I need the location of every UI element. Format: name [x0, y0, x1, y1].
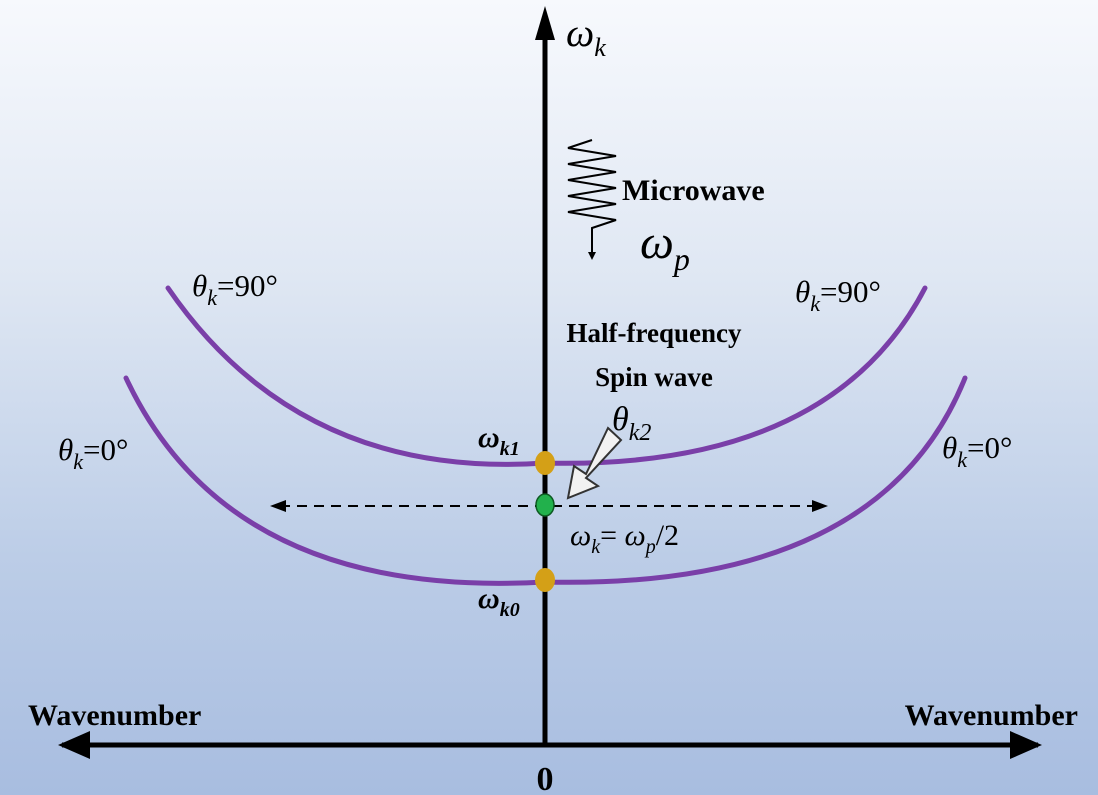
theta-0-left-label: θk=0° [58, 432, 128, 474]
half-frequency-condition: ωk= ωp/2 [570, 519, 679, 558]
microwave-wave-icon [567, 139, 617, 256]
theta-k2-subscript: k2 [629, 420, 652, 446]
half-frequency-label-line2: Spin wave [595, 362, 713, 392]
theta-0-right-symbol: θ [942, 430, 957, 465]
microwave-wave-arrowhead [588, 252, 596, 260]
condition-omega-lhs: ω [570, 519, 591, 552]
dashed-line-right-arrow [812, 500, 828, 512]
frequency-axis-label: ωk [566, 10, 606, 62]
condition-rhs-subscript: p [644, 536, 656, 558]
condition-lhs-subscript: k [591, 536, 601, 558]
theta-90-left-value: =90° [217, 268, 278, 303]
point-omega-k0 [535, 568, 555, 592]
theta-90-right-label: θk=90° [795, 274, 881, 316]
condition-equals: = [600, 519, 624, 552]
pump-frequency-label: ωp [640, 216, 690, 277]
omega-k0-label: ωk0 [478, 582, 520, 621]
point-omega-k1 [535, 451, 555, 475]
theta-0-right-subscript: k [957, 447, 968, 472]
theta-0-left-symbol: θ [58, 432, 73, 467]
pump-frequency-symbol: ω [640, 216, 674, 269]
frequency-axis-arrow [535, 6, 555, 40]
pump-frequency-subscript: p [672, 241, 690, 277]
omega-k1-symbol: ω [478, 421, 500, 454]
theta-0-left-subscript: k [73, 449, 84, 474]
condition-omega-rhs: ω [625, 519, 646, 552]
condition-divisor: /2 [656, 519, 679, 552]
omega-k0-subscript: k0 [500, 599, 520, 621]
omega-k1-label: ωk1 [478, 421, 520, 460]
origin-label: 0 [537, 761, 554, 795]
point-half-frequency [535, 493, 555, 517]
wavenumber-axis-right-arrow [1010, 731, 1042, 759]
dashed-line-left-arrow [270, 500, 286, 512]
wavenumber-axis-left-arrow [58, 731, 90, 759]
theta-k2-label: θk2 [612, 401, 651, 446]
wavenumber-label-right: Wavenumber [905, 699, 1078, 732]
theta-0-right-value: =0° [967, 430, 1012, 465]
theta-k2-pointer-arrow [566, 426, 623, 500]
theta-90-left-label: θk=90° [192, 268, 278, 310]
half-frequency-label-line1: Half-frequency [567, 318, 742, 348]
microwave-label: Microwave [622, 174, 765, 207]
wavenumber-label-left: Wavenumber [28, 699, 201, 732]
theta-0-right-label: θk=0° [942, 430, 1012, 472]
frequency-axis-symbol: ω [566, 10, 594, 55]
omega-k1-subscript: k1 [500, 438, 520, 460]
theta-90-right-subscript: k [810, 291, 821, 316]
frequency-axis-subscript: k [594, 33, 606, 62]
theta-90-right-value: =90° [820, 274, 881, 309]
omega-k0-symbol: ω [478, 582, 500, 615]
theta-90-left-symbol: θ [192, 268, 207, 303]
theta-90-right-symbol: θ [795, 274, 810, 309]
theta-k2-symbol: θ [612, 401, 629, 438]
theta-0-left-value: =0° [83, 432, 128, 467]
theta-90-left-subscript: k [207, 285, 218, 310]
